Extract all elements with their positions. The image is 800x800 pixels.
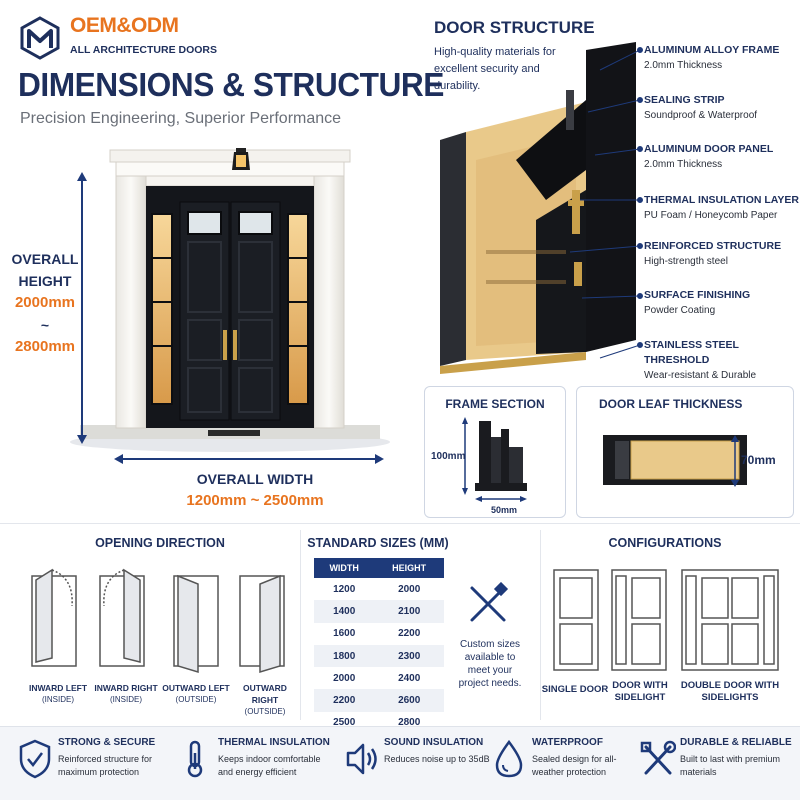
door-illustration — [70, 148, 390, 452]
opening-door-icons — [31, 568, 285, 674]
height-min: 2000mm — [14, 294, 76, 311]
door-structure-title: DOOR STRUCTURE — [434, 18, 595, 37]
sizes-panel-divider-left — [300, 530, 301, 720]
leaf-thickness-arrow — [731, 435, 739, 487]
features-footer: STRONG & SECURE Reinforced structure for… — [0, 726, 800, 800]
height-max: 2800mm — [14, 338, 76, 355]
config-single-door: SINGLE DOOR — [541, 684, 609, 695]
shield-check-icon — [19, 739, 51, 779]
opening-outward-right: OUTWARD RIGHT (OUTSIDE) — [243, 683, 287, 716]
tools-icon — [640, 740, 676, 775]
overall-height-label: OVERALL HEIGHT 2000mm ~ 2800mm — [10, 248, 80, 358]
frame-section-box: FRAME SECTION 100mm 50mm — [424, 386, 566, 518]
config-panel-divider-left — [540, 530, 541, 720]
callout-sealing-strip: SEALING STRIP Soundproof & Waterproof — [644, 94, 758, 121]
frame-section-title: FRAME SECTION — [445, 397, 545, 411]
leaf-section-icon — [603, 435, 747, 485]
middle-section-divider — [0, 523, 800, 524]
callout-aluminum-panel: ALUMINUM DOOR PANEL 2.0mm Thickness — [644, 143, 774, 170]
frame-profile-icon — [462, 417, 527, 502]
page-title: DIMENSIONS & STRUCTURE — [18, 66, 444, 103]
leaf-thickness-value: 70mm — [741, 453, 776, 467]
callout-reinforced-structure: REINFORCED STRUCTURE High-strength steel — [644, 240, 782, 267]
config-double-door-sidelights: DOUBLE DOOR WITH SIDELIGHTS — [680, 680, 780, 703]
frame-width-value: 50mm — [491, 505, 518, 515]
standard-sizes-title: STANDARD SIZES (MM) — [307, 536, 449, 550]
leaf-thickness-title: DOOR LEAF THICKNESS — [599, 397, 743, 411]
opening-outward-left: OUTWARD LEFT (OUTSIDE) — [162, 683, 230, 704]
page-subtitle: Precision Engineering, Superior Performa… — [20, 110, 342, 127]
brand-subtitle: ALL ARCHITECTURE DOORS — [70, 44, 217, 56]
brand-name: OEM&ODM — [70, 14, 179, 37]
leaf-thickness-box: DOOR LEAF THICKNESS 70mm — [576, 386, 794, 518]
custom-sizes-note: Custom sizes available to meet your proj… — [458, 639, 522, 689]
callout-threshold: STAINLESS STEEL THRESHOLD Wear-resistant… — [644, 339, 757, 381]
callout-leader-lines — [569, 47, 643, 359]
opening-inward-left: INWARD LEFT (INSIDE) — [28, 683, 88, 704]
configuration-door-icons — [553, 569, 779, 671]
configurations-title: CONFIGURATIONS — [608, 536, 722, 550]
frame-height-value: 100mm — [431, 451, 466, 462]
opening-direction-title: OPENING DIRECTION — [95, 536, 225, 550]
thermometer-icon — [187, 740, 203, 778]
ruler-pencil-icon — [470, 582, 509, 622]
config-door-sidelight: DOOR WITH SIDELIGHT — [612, 680, 668, 703]
sizes-header-width: WIDTH — [314, 558, 375, 578]
sizes-header-height: HEIGHT — [374, 558, 444, 578]
water-drop-icon — [495, 739, 523, 778]
speaker-icon — [346, 743, 377, 775]
brand-logo-icon — [20, 16, 60, 60]
opening-inward-right: INWARD RIGHT (INSIDE) — [94, 683, 158, 704]
width-dimension-arrow — [114, 454, 384, 464]
callout-aluminum-frame: ALUMINUM ALLOY FRAME 2.0mm Thickness — [644, 44, 780, 71]
brand-header: OEM&ODM ALL ARCHITECTURE DOORS — [18, 14, 268, 64]
callout-surface-finishing: SURFACE FINISHING Powder Coating — [644, 289, 751, 316]
callout-thermal-insulation: THERMAL INSULATION LAYER PU Foam / Honey… — [644, 194, 799, 221]
height-dimension-arrow — [77, 172, 87, 444]
door-cutaway-illustration — [440, 42, 636, 374]
door-structure-desc: High-quality materials for excellent sec… — [434, 46, 556, 92]
overall-width-label: OVERALL WIDTH 1200mm ~ 2500mm — [120, 468, 390, 512]
width-range: 1200mm ~ 2500mm — [186, 492, 324, 509]
